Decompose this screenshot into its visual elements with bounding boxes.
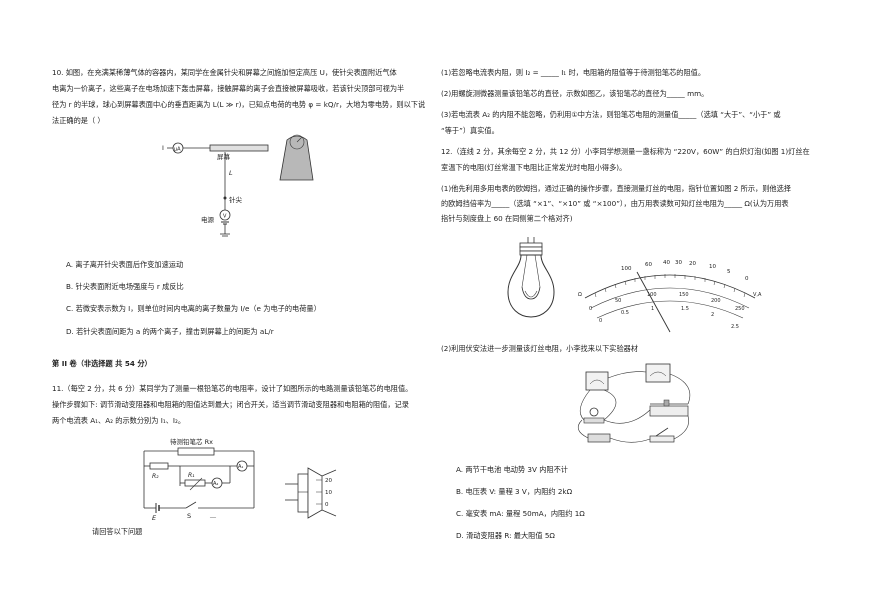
screen-label: 屏幕 [217, 152, 231, 161]
dial-top-tick: 5 [727, 269, 731, 275]
dial-low-tick: 2.5 [731, 324, 739, 330]
micrometer-tick: 20 [325, 478, 332, 484]
q10-line3: 径为 r 的半球，球心到屏幕表面中心的垂直距离为 L(L ≫ r)，已知点电荷的… [52, 100, 426, 109]
q11-part3a: (3)若电流表 A₂ 的内阻不能忽略，仍利用①中方法，则铅笔芯电阻的测量值___… [441, 110, 781, 119]
q10-line1: 10. 如图，在充满某稀薄气体的容器内，某同学在金属针尖和屏幕之间施加恒定高压 … [52, 68, 397, 77]
dial-mid-tick: 100 [647, 292, 657, 298]
bulb-glass [507, 254, 555, 318]
e-label: E [152, 514, 157, 522]
q11-line3: 两个电流表 A₁、A₂ 的示数分别为 I₁、I₂。 [52, 416, 186, 425]
q11-line2: 操作步骤如下: 调节滑动变阻器和电阻箱的阻值达到最大；闭合开关，适当调节滑动变阻… [52, 400, 409, 409]
voltmeter-label: V [223, 214, 227, 220]
q12-part1a: (1)他先利用多用电表的欧姆挡，通过正确的操作步骤，直接测量灯丝的电阻，指针位置… [441, 184, 791, 193]
dial-top-tick: 20 [689, 261, 696, 267]
q11-footer: 请回答以下问题 [92, 527, 143, 536]
q11-part2: (2)用螺旋测微器测量该铅笔芯的直径，示数如图乙，该铅笔芯的直径为_____ m… [441, 89, 709, 98]
voltmeter-device [585, 371, 609, 391]
r2-resistor [149, 462, 169, 470]
dial-low-tick: 1.5 [681, 306, 689, 312]
section-title: 第 II 卷（非选择题 共 54 分） [52, 359, 152, 368]
q10-option-b: B. 针尖表面附近电场强度与 r 成反比 [66, 282, 184, 291]
milliammeter-device [645, 363, 671, 383]
rx-title: 待测铅笔芯 Rx [170, 437, 213, 446]
dial-mid-tick: 0 [589, 306, 592, 312]
dial-top-tick: 30 [675, 260, 682, 266]
dial-mid-tick: 150 [679, 292, 689, 298]
q12-item-d: D. 滑动变阻器 R: 最大阻值 5Ω [456, 531, 555, 540]
dial-top-tick: 60 [645, 262, 652, 268]
micrometer-tick: 10 [325, 490, 332, 496]
q12-part2: (2)利用伏安法进一步测量该灯丝电阻，小李找来以下实验器材 [441, 344, 639, 353]
a1-label: A₁ [238, 464, 243, 470]
q10-option-c: C. 若微安表示数为 I，则单位时间内电离的离子数量为 I/e（e 为电子的电荷… [66, 304, 321, 313]
q11-part1: (1)若忽略电流表内阻，则 I₂ = _____ I₁ 时，电阻箱的阻值等于待测… [441, 68, 706, 77]
dial-unit: V,A [753, 292, 762, 298]
voltmeter-icon [219, 209, 231, 221]
rheostat-device [649, 405, 689, 417]
dial-top-tick: 40 [663, 260, 670, 266]
q10-line4: 法正确的是（ ） [52, 116, 105, 125]
multimeter-dial-figure: 100 60 40 30 20 10 5 0 Ω V,A 0 50 100 15… [578, 260, 762, 333]
q10-option-d: D. 若针尖表面间距为 a 的两个离子，撞击到屏幕上的间距为 aL/r [66, 327, 274, 336]
screen-bar [209, 144, 269, 152]
q11-part3b: “等于”）真实值。 [441, 126, 499, 135]
q10-option-a: A. 离子离开针尖表面后作变加速运动 [66, 260, 184, 269]
dial-low-tick: 1 [651, 306, 654, 312]
dial-mid-tick: 250 [735, 306, 745, 312]
tip-label: 针尖 [229, 195, 243, 204]
dial-top-tick: 0 [745, 276, 749, 282]
dial-needle [636, 271, 671, 333]
micrometer-tick: 0 [325, 502, 329, 508]
dial-mid-tick: 50 [615, 298, 621, 304]
dial-omega: Ω [578, 292, 582, 298]
current-label: I [162, 144, 164, 152]
L-label: L [229, 169, 233, 177]
q12-item-b: B. 电压表 V: 量程 3 V，内阻约 2kΩ [456, 487, 573, 496]
r1-label: R₁ [188, 472, 195, 479]
bulb-figure [507, 237, 555, 318]
q12-item-c: C. 毫安表 mA: 量程 50mA，内阻约 1Ω [456, 509, 585, 518]
dial-low-tick: 2 [711, 312, 714, 318]
dial-ticks [594, 274, 746, 298]
q12-line2: 室温下的电阻(灯丝常温下电阻比正常发光时电阻小得多)。 [441, 163, 627, 172]
s-label: S [187, 512, 191, 520]
q11-line1: 11.（每空 2 分，共 6 分）某同学为了测量一根铅笔芯的电阻率，设计了如图所… [52, 384, 413, 393]
battery-device [587, 433, 611, 443]
source-label: 电源 [201, 215, 215, 224]
tip-closeup [279, 135, 314, 181]
microammeter-label: μA [174, 147, 181, 153]
rx-resistor [177, 447, 215, 456]
dial-low-tick: 0.5 [621, 310, 629, 316]
r2-label: R₂ [152, 473, 159, 480]
q10-line2: 电离为一价离子，这些离子在电场加速下轰击屏幕，接触屏幕的离子会直接被屏幕吸收，若… [52, 84, 405, 93]
a2-label: A₂ [213, 481, 218, 487]
dial-low-tick: 0 [599, 318, 602, 324]
q11-circuit-diagram: 待测铅笔芯 Rx R₂ A₁ R₁ A₂ [143, 437, 255, 522]
filament [521, 286, 541, 300]
svg-text:___: ___ [209, 513, 217, 518]
q11-micrometer-figure: 20 10 0 [285, 467, 337, 519]
q12-apparatus-figure [577, 363, 691, 443]
dial-top-tick: 10 [709, 264, 716, 270]
dial-mid-tick: 200 [711, 298, 721, 304]
switch-icon [185, 501, 197, 509]
dial-top-tick: 100 [621, 266, 632, 272]
q12-part1c: 指针与刻度盘上 60 在同侧第二个格对齐) [441, 214, 573, 223]
bulb-device [589, 407, 599, 417]
q12-line1: 12.（连线 2 分，其余每空 2 分，共 12 分）小李同学想测量一盏标称为 … [441, 147, 810, 156]
q12-part1b: 的欧姆挡倍率为_____（选填 “×1”、“×10” 或 “×100”），由万用… [441, 199, 789, 208]
q12-item-a: A. 两节干电池 电动势 3V 内阻不计 [456, 465, 568, 474]
q10-apparatus-figure: 屏幕 I μA L 针尖 V 电源 [162, 134, 314, 237]
switch-device [649, 435, 675, 443]
